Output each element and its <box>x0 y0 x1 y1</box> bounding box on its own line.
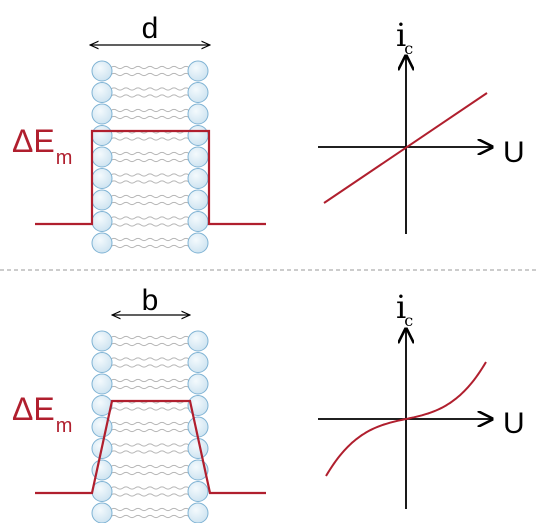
lipid-head <box>92 417 112 437</box>
lipid-head <box>188 233 208 253</box>
lipid-head <box>188 83 208 103</box>
lipid-head <box>92 212 112 232</box>
lipid-head <box>188 331 208 351</box>
lipid-head <box>188 190 208 210</box>
lipid-tail <box>111 202 189 204</box>
lipid-tail <box>111 451 189 453</box>
lipid-tail <box>111 95 189 97</box>
lipid-tail <box>111 343 189 345</box>
energy-label-bottom: ΔEm <box>12 391 72 437</box>
lipid-head <box>92 233 112 253</box>
lipid-head <box>188 147 208 167</box>
lipid-head <box>92 353 112 373</box>
lipid-tail <box>111 429 189 431</box>
lipid-head <box>188 61 208 81</box>
lipid-tail <box>111 66 189 68</box>
current-label-top: ic <box>396 16 413 58</box>
lipid-head <box>92 83 112 103</box>
lipid-tail <box>111 245 189 247</box>
lipid-head <box>188 169 208 189</box>
lipid-head <box>92 61 112 81</box>
lipid-head <box>92 482 112 502</box>
lipid-tail <box>111 408 189 410</box>
lipid-tail <box>111 508 189 510</box>
width-label-top: d <box>142 12 159 45</box>
lipid-tail <box>111 217 189 219</box>
lipid-tail <box>111 116 189 118</box>
lipid-head <box>92 374 112 394</box>
lipid-head <box>188 503 208 523</box>
lipid-head <box>92 104 112 124</box>
lipid-tail <box>111 181 189 183</box>
lipid-head <box>188 126 208 146</box>
lipid-tail <box>111 379 189 381</box>
lipid-tail <box>111 195 189 197</box>
lipid-head <box>92 503 112 523</box>
voltage-label-bottom: U <box>503 407 525 440</box>
lipid-tail <box>111 109 189 111</box>
lipid-tail <box>111 386 189 388</box>
lipid-tail <box>111 494 189 496</box>
top-panel: d ΔEm U ic <box>12 12 525 253</box>
lipid-tail <box>111 88 189 90</box>
lipid-tail <box>111 515 189 517</box>
lipid-bilayer-bottom <box>92 331 208 523</box>
lipid-tail <box>111 472 189 474</box>
voltage-label-top: U <box>503 136 525 169</box>
lipid-tail <box>111 365 189 367</box>
bottom-panel: b ΔEm U ic <box>12 284 525 523</box>
lipid-tail <box>111 336 189 338</box>
lipid-tail <box>111 238 189 240</box>
lipid-tail <box>111 422 189 424</box>
lipid-head <box>92 331 112 351</box>
lipid-head <box>92 169 112 189</box>
lipid-tail <box>111 159 189 161</box>
width-label-bottom: b <box>142 284 159 317</box>
lipid-head <box>188 374 208 394</box>
lipid-head <box>188 212 208 232</box>
lipid-tail <box>111 224 189 226</box>
lipid-tail <box>111 358 189 360</box>
lipid-tail <box>111 487 189 489</box>
lipid-head <box>92 147 112 167</box>
energy-barrier-rectangular <box>35 131 266 224</box>
lipid-head <box>188 353 208 373</box>
lipid-tail <box>111 152 189 154</box>
lipid-tail <box>111 465 189 467</box>
lipid-head <box>188 104 208 124</box>
lipid-head <box>92 190 112 210</box>
energy-label-top: ΔEm <box>12 123 72 169</box>
lipid-tail <box>111 138 189 140</box>
lipid-tail <box>111 174 189 176</box>
lipid-tail <box>111 444 189 446</box>
current-label-bottom: ic <box>396 288 413 330</box>
lipid-head <box>92 126 112 146</box>
lipid-bilayer-top <box>92 61 208 253</box>
lipid-tail <box>111 73 189 75</box>
lipid-head <box>188 482 208 502</box>
